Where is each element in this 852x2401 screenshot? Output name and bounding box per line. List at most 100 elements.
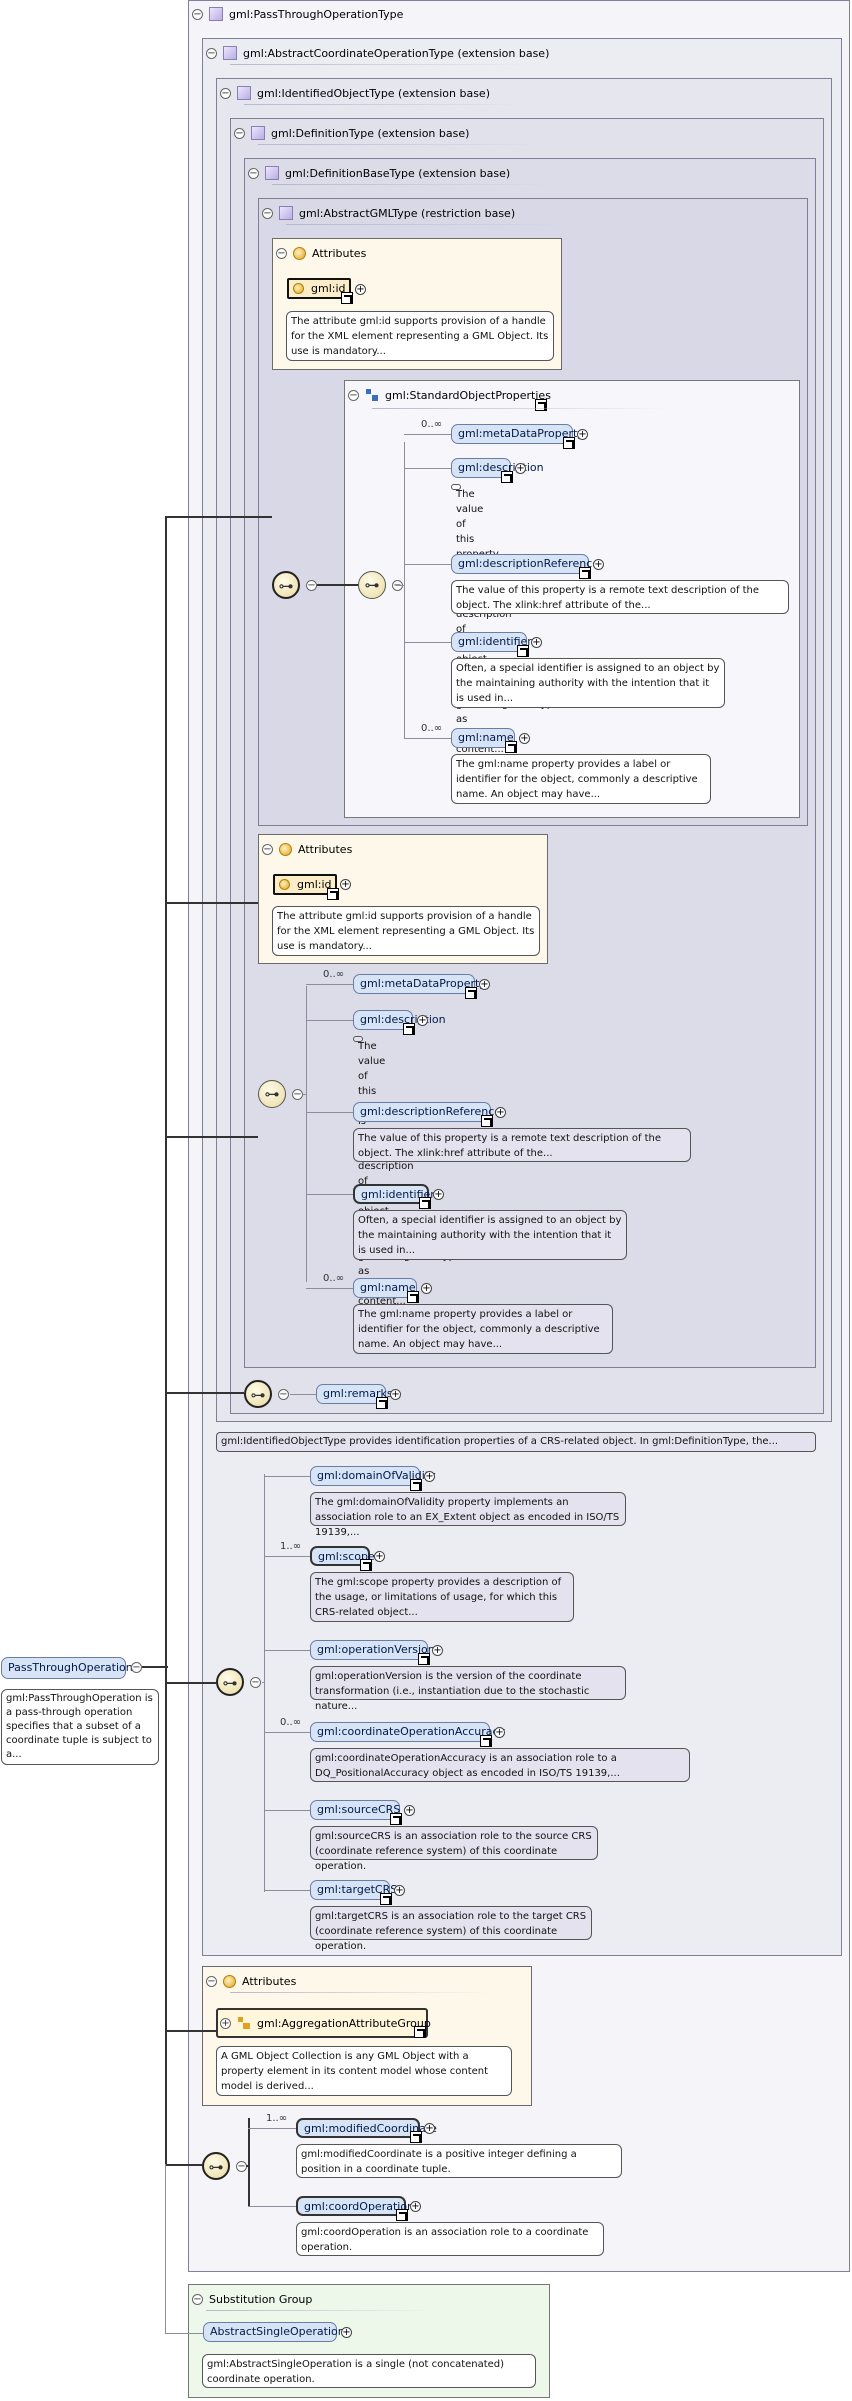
expand-plus-icon[interactable]: + [519, 733, 530, 744]
element[interactable]: gml:descriptionReference [451, 554, 599, 574]
jump-icon[interactable] [465, 987, 477, 999]
expand-plus-icon[interactable]: + [404, 1805, 415, 1816]
expand-plus-icon[interactable]: + [340, 879, 351, 890]
jump-icon[interactable] [403, 1023, 415, 1035]
expand-plus-icon[interactable]: + [531, 637, 542, 648]
element[interactable]: gml:name [451, 728, 515, 748]
element[interactable]: gml:identifier [451, 632, 532, 652]
element[interactable]: gml:descriptionReference [353, 1102, 501, 1122]
abstract-single-operation-element[interactable]: AbstractSingleOperation [203, 2322, 345, 2342]
jump-icon[interactable] [380, 1893, 392, 1905]
element-doc: The gml:name property provides a label o… [451, 754, 711, 804]
element[interactable]: gml:metaDataProperty [451, 424, 584, 444]
sequence-compositor-icon[interactable] [244, 1380, 272, 1408]
jump-icon[interactable] [390, 1813, 402, 1825]
connector [404, 738, 451, 739]
element[interactable]: gml:targetCRS [310, 1880, 397, 1900]
identified-object-type-doc: gml:IdentifiedObjectType provides identi… [216, 1432, 816, 1452]
jump-icon[interactable] [396, 2209, 408, 2221]
element-name: gml:coordOperation [304, 2200, 415, 2213]
expand-plus-icon[interactable]: + [593, 559, 604, 570]
jump-icon[interactable] [480, 1735, 492, 1747]
expand-plus-icon[interactable]: + [355, 284, 366, 295]
gml-id-attribute[interactable]: gml:id [273, 874, 337, 895]
expand-plus-icon[interactable]: + [390, 1389, 401, 1400]
pass-through-operation-root-element[interactable]: PassThroughOperation [1, 1657, 133, 1679]
element[interactable]: gml:sourceCRS [310, 1800, 400, 1820]
expand-plus-icon[interactable]: + [479, 979, 490, 990]
element-doc: gml:targetCRS is an association role to … [310, 1906, 592, 1952]
collapse-toggle[interactable]: − [276, 247, 287, 259]
expand-plus-icon[interactable]: + [417, 1015, 428, 1026]
abstract-gml-type-header: − gml:AbstractGMLType (restriction base) [262, 202, 515, 224]
expand-plus-icon[interactable]: + [433, 1189, 444, 1200]
expand-plus-icon[interactable]: + [374, 1551, 385, 1562]
jump-icon[interactable] [535, 399, 547, 411]
collapse-toggle[interactable]: − [262, 843, 273, 855]
jump-icon[interactable] [505, 741, 517, 753]
expand-plus-icon[interactable]: + [424, 2123, 435, 2134]
expand-plus-icon[interactable]: + [495, 1107, 506, 1118]
collapse-toggle[interactable]: − [262, 207, 273, 219]
connector [248, 2128, 296, 2129]
sequence-compositor-icon[interactable] [358, 571, 386, 599]
collapse-toggle[interactable]: − [206, 47, 217, 59]
expand-plus-icon[interactable]: + [424, 1471, 435, 1482]
jump-icon[interactable] [419, 1197, 431, 1209]
expand-plus-icon[interactable]: + [421, 1283, 432, 1294]
collapse-toggle[interactable]: − [248, 167, 259, 179]
element[interactable]: gml:scope [310, 1546, 375, 1566]
element[interactable]: gml:operationVersion [310, 1640, 435, 1660]
collapse-toggle[interactable]: − [348, 389, 359, 401]
element[interactable]: gml:coordinateOperationAccuracy [310, 1722, 505, 1742]
jump-icon[interactable] [376, 1397, 388, 1409]
gml-id-attribute[interactable]: gml:id [287, 278, 351, 299]
element[interactable]: gml:domainOfValidity [310, 1466, 436, 1486]
element-doc: The value of this property is a text des… [353, 1036, 461, 1307]
collapse-toggle[interactable]: − [234, 127, 245, 139]
jump-icon[interactable] [418, 1653, 430, 1665]
type-name: gml:IdentifiedObjectType (extension base… [257, 86, 490, 100]
jump-icon[interactable] [501, 471, 513, 483]
jump-icon[interactable] [579, 567, 591, 579]
collapse-toggle[interactable]: − [131, 1662, 142, 1673]
element[interactable]: gml:coordOperation [296, 2196, 414, 2216]
jump-icon[interactable] [563, 437, 575, 449]
element[interactable]: gml:name [353, 1278, 417, 1298]
element[interactable]: gml:modifiedCoordinate [296, 2118, 437, 2138]
collapse-toggle[interactable]: − [306, 580, 317, 591]
sequence-compositor-icon[interactable] [272, 571, 300, 599]
jump-icon[interactable] [327, 888, 339, 900]
element-doc: The value of this property is a text des… [451, 484, 559, 755]
jump-icon[interactable] [410, 2131, 422, 2143]
collapse-toggle[interactable]: − [192, 8, 203, 20]
expand-plus-icon[interactable]: + [515, 463, 526, 474]
collapse-toggle[interactable]: − [278, 1389, 289, 1400]
collapse-toggle[interactable]: − [220, 87, 231, 99]
element[interactable]: gml:identifier [353, 1184, 435, 1204]
expand-plus-icon[interactable]: + [432, 1645, 443, 1656]
jump-icon[interactable] [407, 1291, 419, 1303]
jump-icon[interactable] [481, 1115, 493, 1127]
sequence-compositor-icon[interactable] [216, 1668, 244, 1696]
collapse-toggle[interactable]: − [250, 1677, 261, 1688]
expand-plus-icon[interactable]: + [341, 2327, 352, 2338]
expand-plus-icon[interactable]: + [410, 2201, 421, 2212]
jump-icon[interactable] [517, 645, 529, 657]
collapse-toggle[interactable]: − [206, 1975, 217, 1987]
collapse-toggle[interactable]: − [292, 1089, 303, 1100]
jump-icon[interactable] [360, 1559, 372, 1571]
sequence-compositor-icon[interactable] [258, 1080, 286, 1108]
element-name: gml:name [458, 731, 514, 744]
expand-plus-icon[interactable]: + [577, 429, 588, 440]
expand-plus-icon[interactable]: + [394, 1885, 405, 1896]
jump-icon[interactable] [414, 2026, 426, 2038]
sequence-compositor-icon[interactable] [202, 2152, 230, 2180]
collapse-toggle[interactable]: − [192, 2293, 203, 2305]
element[interactable]: gml:metaDataProperty [353, 974, 486, 994]
jump-icon[interactable] [341, 292, 353, 304]
aggregation-attribute-group[interactable] [216, 2008, 428, 2038]
expand-toggle[interactable]: + [220, 2017, 231, 2029]
expand-plus-icon[interactable]: + [494, 1727, 505, 1738]
jump-icon[interactable] [410, 1479, 422, 1491]
